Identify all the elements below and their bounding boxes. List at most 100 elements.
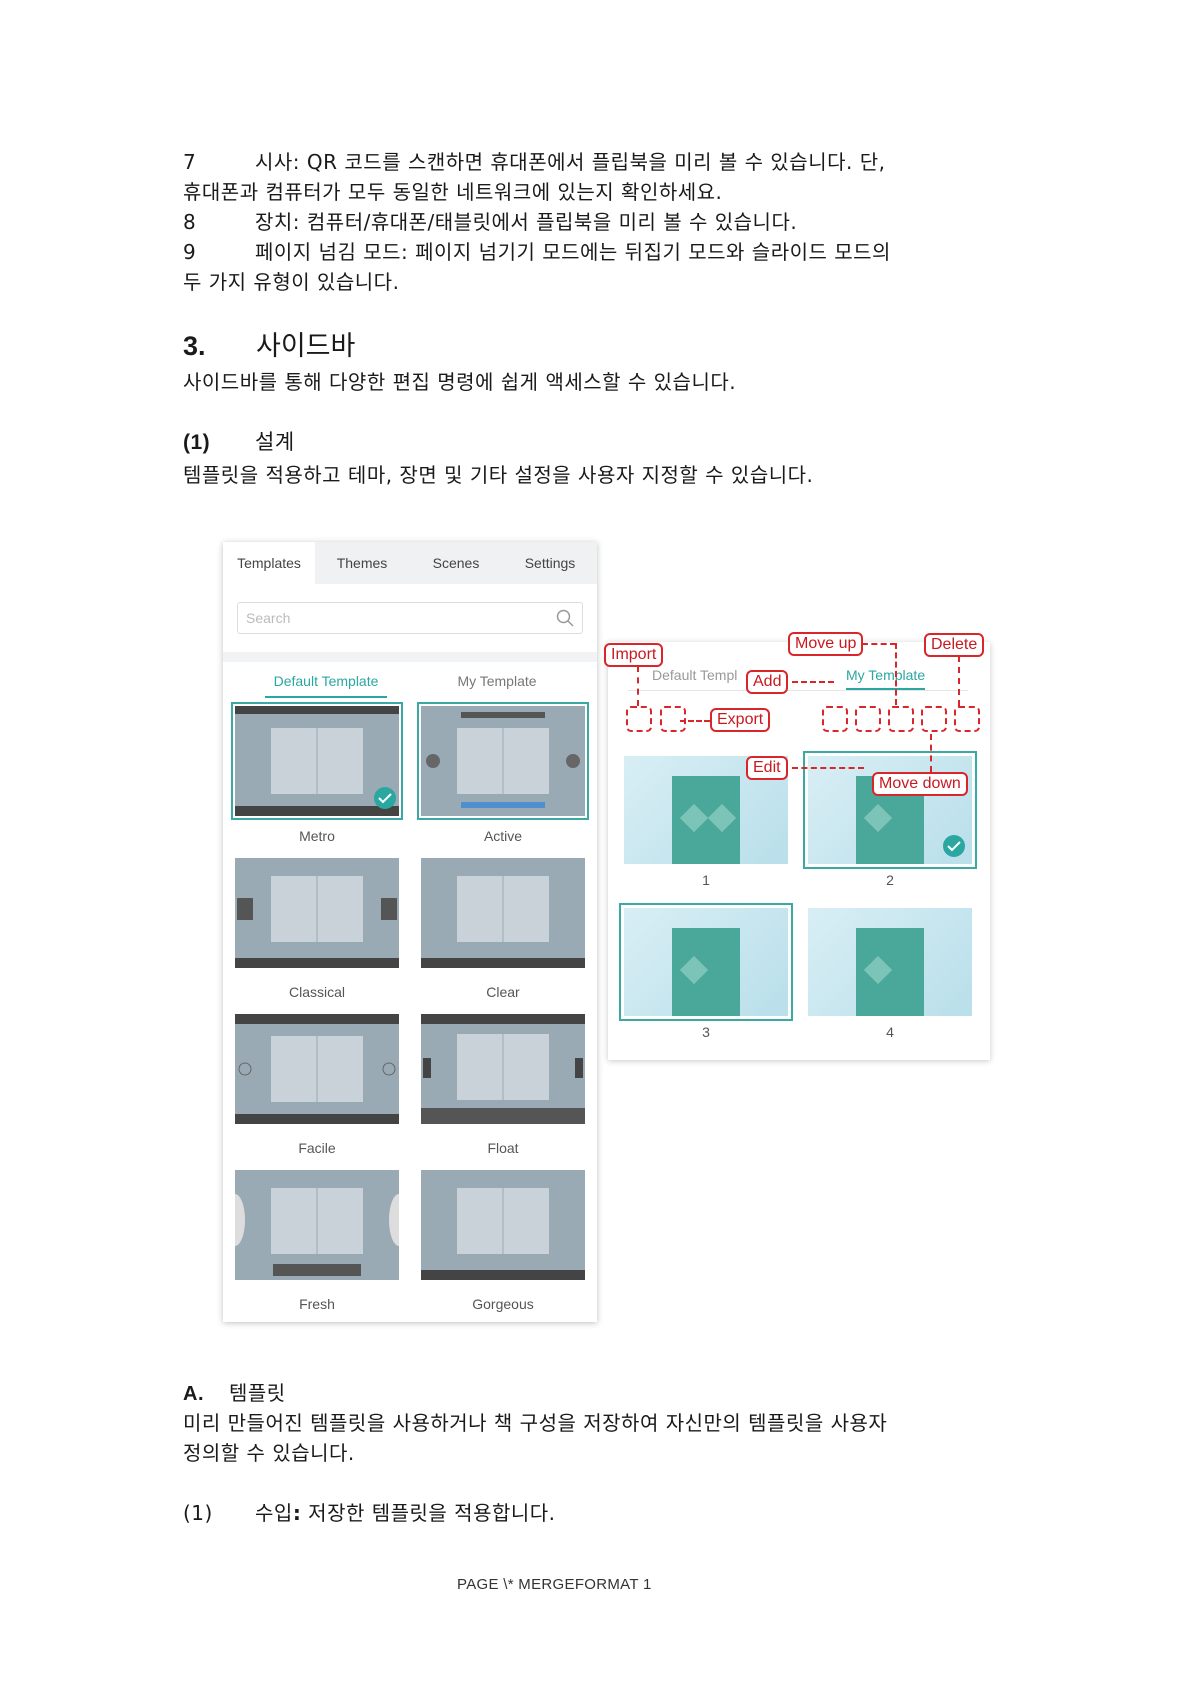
list-item-9-cont: 두 가지 유형이 있습니다.	[183, 270, 400, 294]
template-label: Facile	[298, 1140, 336, 1156]
edit-icon[interactable]	[855, 706, 881, 732]
callout-move-up: Move up	[788, 632, 864, 656]
list-text: 저장한 템플릿을 적용합니다.	[301, 1501, 556, 1525]
template-cover-3[interactable]	[619, 903, 793, 1021]
book-preview-icon	[421, 1014, 585, 1124]
search-icon	[556, 609, 574, 627]
callout-line	[792, 767, 864, 769]
callout-import: Import	[604, 643, 664, 667]
tab-templates[interactable]: Templates	[223, 542, 315, 584]
callout-edit: Edit	[746, 756, 788, 780]
template-label: Active	[483, 828, 523, 844]
callout-delete: Delete	[924, 633, 985, 657]
add-icon[interactable]	[822, 706, 848, 732]
template-thumb-classical[interactable]	[235, 858, 399, 968]
subsection-heading-a: A. 템플릿	[183, 1378, 286, 1409]
template-number: 3	[702, 1024, 710, 1040]
list-text: 시사: QR 코드를 스캔하면 휴대폰에서 플립북을 미리 볼 수 있습니다. …	[255, 150, 886, 174]
templates-panel: Templates Themes Scenes Settings Search …	[223, 542, 597, 1322]
search-placeholder: Search	[246, 610, 291, 626]
list-item-7-cont: 휴대폰과 컴퓨터가 모두 동일한 네트워크에 있는지 확인하세요.	[183, 180, 723, 204]
my-template-panel: Default Templ My Template 1 2 3 4	[608, 642, 990, 1060]
subsection-heading: (1) 설계	[183, 427, 295, 458]
section-title: 사이드바	[256, 331, 356, 362]
book-preview-icon	[235, 876, 399, 968]
tab-default-template[interactable]: Default Templ	[652, 667, 738, 683]
export-icon[interactable]	[660, 706, 686, 732]
section-heading: 3. 사이드바	[183, 326, 355, 367]
subtab-default-template[interactable]: Default Template	[265, 666, 387, 698]
book-preview-icon	[235, 706, 399, 816]
template-label: Gorgeous	[472, 1296, 534, 1312]
template-cover-4[interactable]	[808, 908, 972, 1016]
template-thumb-active[interactable]	[417, 702, 589, 820]
template-label: Metro	[299, 828, 335, 844]
template-thumb-metro[interactable]	[231, 702, 403, 820]
list-label: 수입	[255, 1501, 293, 1525]
tab-settings[interactable]: Settings	[524, 555, 576, 571]
template-thumb-fresh[interactable]	[225, 1170, 409, 1280]
list-number: 9	[183, 240, 197, 264]
list-text: 장치: 컴퓨터/휴대폰/태블릿에서 플립북을 미리 볼 수 있습니다.	[255, 210, 798, 234]
list-text: 페이지 넘김 모드: 페이지 넘기기 모드에는 뒤집기 모드와 슬라이드 모드의	[255, 240, 891, 264]
tab-scenes[interactable]: Scenes	[432, 555, 480, 571]
template-number: 1	[702, 872, 710, 888]
move-down-icon[interactable]	[921, 706, 947, 732]
delete-icon[interactable]	[954, 706, 980, 732]
list-number: (1)	[183, 1501, 213, 1525]
subtab-my-template[interactable]: My Template	[457, 673, 537, 689]
callout-line	[862, 643, 896, 645]
subsection-description-cont: 정의할 수 있습니다.	[183, 1441, 355, 1465]
book-preview-icon	[421, 1188, 585, 1280]
list-colon: :	[292, 1501, 302, 1525]
callout-add: Add	[746, 670, 789, 694]
template-number: 4	[886, 1024, 894, 1040]
subsection-description: 템플릿을 적용하고 테마, 장면 및 기타 설정을 사용자 지정할 수 있습니다…	[183, 463, 814, 487]
subsection-description: 미리 만들어진 템플릿을 사용하거나 책 구성을 저장하여 자신만의 템플릿을 …	[183, 1411, 888, 1435]
template-thumb-clear[interactable]	[421, 858, 585, 968]
list-item-7: 7 시사: QR 코드를 스캔하면 휴대폰에서 플립북을 미리 볼 수 있습니다.…	[183, 147, 885, 177]
panel-tabs: Templates Themes Scenes Settings	[223, 542, 597, 584]
template-thumb-float[interactable]	[421, 1014, 585, 1124]
callout-move-down: Move down	[872, 772, 968, 796]
cover-pattern-icon	[856, 928, 924, 1016]
list-item-8: 8 장치: 컴퓨터/휴대폰/태블릿에서 플립북을 미리 볼 수 있습니다.	[183, 207, 797, 237]
template-cover-1[interactable]	[624, 756, 788, 864]
template-label: Fresh	[299, 1296, 335, 1312]
template-label: Float	[487, 1140, 519, 1156]
divider	[628, 690, 968, 691]
template-thumb-facile[interactable]	[235, 1014, 399, 1124]
template-thumb-gorgeous[interactable]	[421, 1170, 585, 1280]
section-number: 3.	[183, 331, 206, 361]
list-item-9: 9 페이지 넘김 모드: 페이지 넘기기 모드에는 뒤집기 모드와 슬라이드 모드…	[183, 237, 891, 267]
book-preview-icon	[225, 1188, 409, 1276]
move-up-icon[interactable]	[888, 706, 914, 732]
list-number: 8	[183, 210, 197, 234]
subsection-number: (1)	[183, 431, 211, 454]
list-number: 7	[183, 150, 197, 174]
section-description: 사이드바를 통해 다양한 편집 명령에 쉽게 액세스할 수 있습니다.	[183, 370, 737, 394]
template-label: Classical	[288, 984, 345, 1000]
book-preview-icon	[421, 876, 585, 968]
callout-line	[792, 681, 834, 683]
subsection-title: 설계	[255, 430, 295, 454]
subsection-letter: A.	[183, 1383, 204, 1405]
import-icon[interactable]	[626, 706, 652, 732]
template-number: 2	[886, 872, 894, 888]
tab-themes[interactable]: Themes	[336, 555, 388, 571]
tab-my-template[interactable]: My Template	[846, 662, 926, 690]
callout-export: Export	[710, 708, 771, 732]
book-preview-icon	[426, 712, 580, 808]
callout-line	[930, 734, 932, 772]
divider	[223, 652, 597, 662]
cover-pattern-icon	[672, 928, 740, 1016]
callout-line	[637, 666, 639, 706]
callout-line	[680, 720, 710, 722]
book-preview-icon	[235, 1014, 399, 1124]
callout-line	[958, 656, 960, 706]
list-item-import: (1) 수입: 저장한 템플릿을 적용합니다.	[183, 1498, 556, 1528]
callout-line	[895, 643, 897, 705]
subsection-title: 템플릿	[229, 1381, 286, 1405]
cover-pattern-icon	[672, 776, 740, 864]
search-input[interactable]: Search	[237, 602, 583, 634]
